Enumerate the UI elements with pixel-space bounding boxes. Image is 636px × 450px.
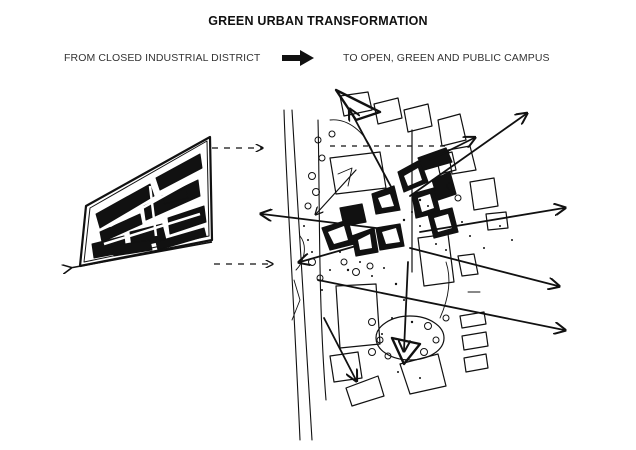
radiating-arrows: [262, 110, 564, 380]
right-arrow-icon: [282, 50, 314, 66]
surrounding-blocks: [329, 91, 509, 407]
road-lines: [283, 109, 327, 441]
campus-sketch: [262, 88, 564, 441]
dashed-connector-arrows: [212, 146, 450, 264]
factory-buildings: [91, 153, 207, 259]
diagram-title: GREEN URBAN TRANSFORMATION: [208, 14, 428, 28]
central-park: [375, 315, 445, 361]
green-stipple: [303, 198, 513, 379]
from-label: FROM CLOSED INDUSTRIAL DISTRICT: [64, 52, 261, 64]
industrial-district-sketch: [70, 135, 214, 268]
to-label: TO OPEN, GREEN AND PUBLIC CAMPUS: [343, 52, 550, 64]
sketch-strokes: [291, 119, 481, 321]
